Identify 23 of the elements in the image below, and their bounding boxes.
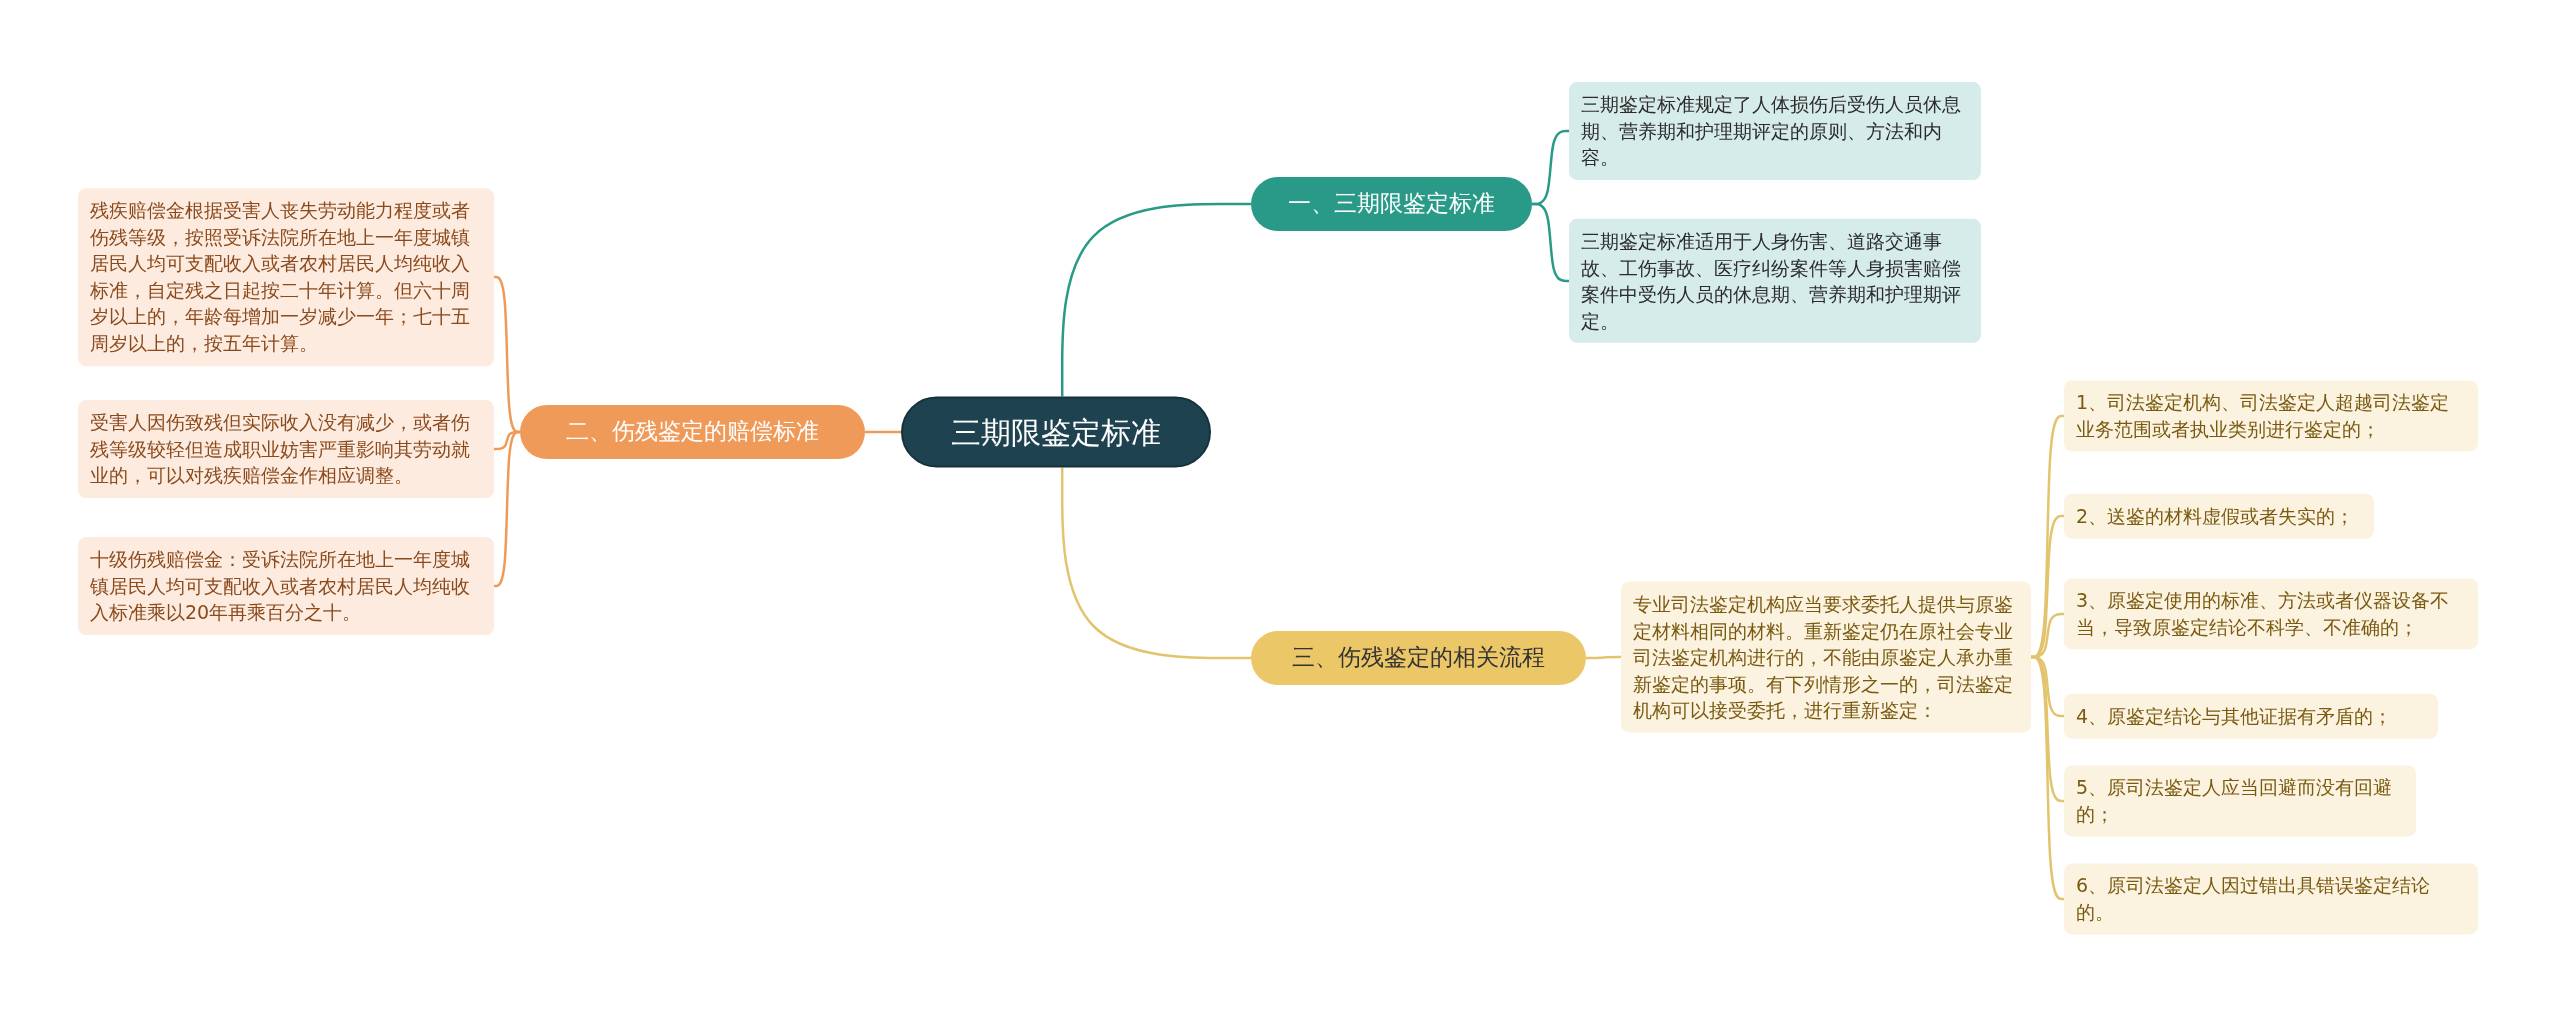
connector-line: [1060, 467, 1251, 660]
central-topic: 三期限鉴定标准: [901, 396, 1211, 468]
connector-line: [493, 430, 521, 588]
subtopic-box: 专业司法鉴定机构应当要求委托人提供与原鉴定材料相同的材料。重新鉴定仍在原社会专业司法鉴定机构进行的，不能由原鉴定人承办重新鉴定的事项。有下列情形之一的，司法鉴定机构可以接受委托，进行重新鉴定：: [1621, 581, 2031, 733]
branch-topic: 一、三期限鉴定标准: [1251, 177, 1532, 231]
connector-line: [1060, 202, 1251, 397]
subtopic-box: 1、司法鉴定机构、司法鉴定人超越司法鉴定业务范围或者执业类别进行鉴定的；: [2064, 380, 2478, 452]
branch-topic: 二、伤残鉴定的赔偿标准: [520, 405, 865, 459]
subtopic-box: 三期鉴定标准适用于人身伤害、道路交通事故、工伤事故、医疗纠纷案件等人身损害赔偿案件中受伤人员的休息期、营养期和护理期评定。: [1569, 218, 1981, 344]
subtopic-box: 2、送鉴的材料虚假或者失实的；: [2064, 493, 2374, 539]
subtopic-box: 受害人因伤致残但实际收入没有减少，或者伤残等级较轻但造成职业妨害严重影响其劳动就业的，可以对残疾赔偿金作相应调整。: [78, 400, 494, 498]
subtopic-box: 残疾赔偿金根据受害人丧失劳动能力程度或者伤残等级，按照受诉法院所在地上一年度城镇居民人均可支配收入或者农村居民人均纯收入标准，自定残之日起按二十年计算。但六十周岁以上的，年龄每增加一岁减少一年；七十五周岁以上的，按五年计算。: [78, 188, 494, 366]
subtopic-box: 3、原鉴定使用的标准、方法或者仪器设备不当，导致原鉴定结论不科学、不准确的；: [2064, 578, 2478, 650]
subtopic-box: 4、原鉴定结论与其他证据有矛盾的；: [2064, 693, 2438, 739]
subtopic-box: 十级伤残赔偿金：受诉法院所在地上一年度城镇居民人均可支配收入或者农村居民人均纯收入标准乘以20年再乘百分之十。: [78, 537, 494, 635]
branch-topic: 三、伤残鉴定的相关流程: [1251, 631, 1586, 685]
connector-line: [1532, 202, 1569, 283]
connector-line: [865, 430, 901, 434]
subtopic-box: 5、原司法鉴定人应当回避而没有回避的；: [2064, 765, 2416, 837]
subtopic-box: 三期鉴定标准规定了人体损伤后受伤人员休息期、营养期和护理期评定的原则、方法和内容。: [1569, 82, 1981, 180]
subtopic-box: 6、原司法鉴定人因过错出具错误鉴定结论的。: [2064, 863, 2478, 935]
connector-line: [1586, 655, 1621, 660]
connector-line: [2031, 414, 2064, 659]
